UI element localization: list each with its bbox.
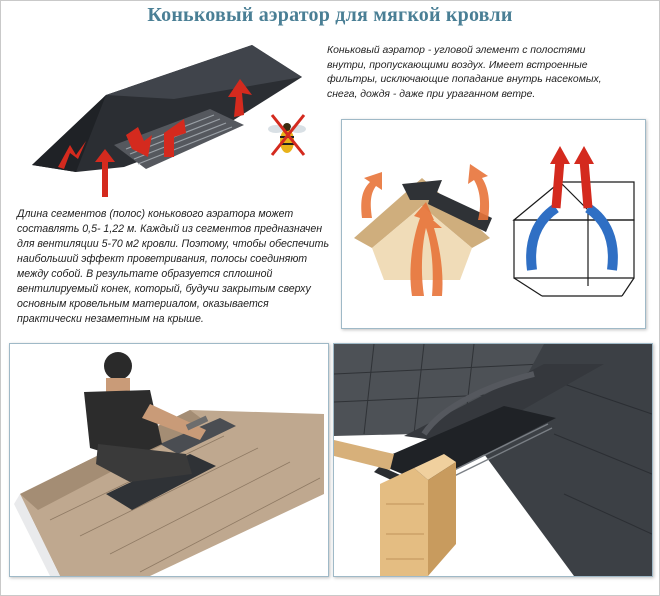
aerator-definition-text: Коньковый аэратор - угловой элемент с по… xyxy=(327,45,602,100)
segment-length-text: Длина сегментов (полос) конькового аэрат… xyxy=(17,208,330,325)
worker-figure xyxy=(84,352,209,482)
wasp-icon xyxy=(268,114,306,156)
worker-installation-photo xyxy=(9,343,329,577)
page-title: Коньковый аэратор для мягкой кровли xyxy=(147,4,513,26)
house-ventilation-illustration xyxy=(341,119,646,329)
ridge-cutaway-illustration xyxy=(333,343,653,577)
aerator-illustration xyxy=(14,37,321,202)
